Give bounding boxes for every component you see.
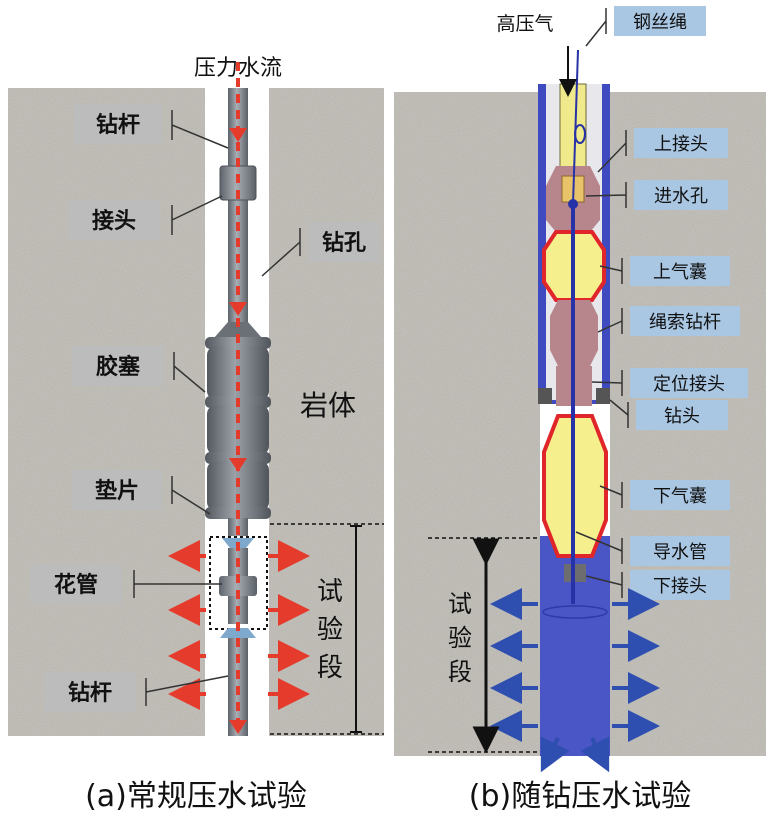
label-box xyxy=(636,400,728,430)
outflow-arrow xyxy=(540,736,570,773)
drill-bit-right xyxy=(596,388,610,404)
label-box xyxy=(630,536,730,566)
label-text: 上接头 xyxy=(654,134,708,155)
label-box xyxy=(630,306,740,336)
high-pressure-gas-label: 高压气 xyxy=(496,13,553,35)
label-inlet-hole: 进水孔 xyxy=(585,180,728,210)
test-section-label-b: 试验段 xyxy=(448,590,472,686)
label-upper-airbag: 上气囊 xyxy=(599,256,730,286)
taper-a xyxy=(214,322,262,338)
flow-arrowhead-2 xyxy=(229,302,247,316)
label-text: 进水孔 xyxy=(654,186,708,207)
label-drill-bit: 钻头 xyxy=(609,399,728,430)
flow-arrowhead-1 xyxy=(229,128,247,142)
leader-line xyxy=(261,228,301,277)
label-gasket: 垫片 xyxy=(72,470,211,515)
perforated-pipe-frame xyxy=(209,536,268,630)
label-text: 下接头 xyxy=(653,576,707,597)
label-perforated-pipe: 花管 xyxy=(30,564,222,604)
label-joint: 接头 xyxy=(68,195,223,240)
outflow-arrows-a xyxy=(168,540,310,710)
label-lower-airbag: 下气囊 xyxy=(599,480,730,510)
leader-line xyxy=(591,370,623,396)
test-section-label-a: 试验段 xyxy=(317,577,343,683)
label-positioning-joint: 定位接头 xyxy=(591,368,748,398)
panel-a: 压力水流 钻杆 接头 钻孔 胶塞 垫片 花管 xyxy=(8,56,384,814)
leader-line xyxy=(597,308,623,334)
steel-wire-label: 钢丝绳 xyxy=(633,12,687,33)
label-box xyxy=(630,368,748,398)
label-text: 胶塞 xyxy=(96,354,141,380)
pipe-joint xyxy=(219,576,257,596)
label-text: 上气囊 xyxy=(653,262,707,283)
leader-line xyxy=(171,110,229,149)
leader-line xyxy=(145,675,229,706)
label-box xyxy=(68,200,160,240)
label-box xyxy=(74,104,162,144)
leader-line xyxy=(609,399,629,428)
label-upper-joint: 上接头 xyxy=(597,128,728,173)
rock-label: 岩体 xyxy=(300,389,356,422)
steel-wire-line xyxy=(572,49,579,205)
label-text: 垫片 xyxy=(95,478,139,504)
leader-line xyxy=(575,531,623,564)
label-box xyxy=(72,470,162,510)
leader-line xyxy=(173,352,206,393)
label-text: 钻孔 xyxy=(322,230,366,256)
label-box xyxy=(308,222,380,262)
label-box xyxy=(634,128,728,158)
label-borehole: 钻孔 xyxy=(261,222,380,277)
inner-tube xyxy=(559,83,587,175)
outflow-arrow xyxy=(580,736,610,773)
label-wireline-rod: 绳索钻杆 xyxy=(597,306,740,336)
outflow-arrows-b xyxy=(490,588,660,773)
leader-line xyxy=(599,482,623,508)
label-text: 钻杆 xyxy=(68,680,112,706)
leader-line xyxy=(171,476,211,515)
label-water-pipe: 导水管 xyxy=(575,531,730,566)
label-text: 钻头 xyxy=(664,406,700,427)
label-text: 钻杆 xyxy=(96,112,140,138)
leader-line xyxy=(585,182,627,208)
leader-line xyxy=(171,195,223,235)
label-text: 绳索钻杆 xyxy=(649,312,721,333)
label-text: 导水管 xyxy=(653,542,707,563)
label-box xyxy=(630,256,730,286)
panel-b: 高压气 钢丝绳 上接头 进水孔 上气囊 绳索钻杆 定位接头 xyxy=(394,6,766,814)
drill-bit-left xyxy=(538,388,552,404)
steel-wire-box xyxy=(614,6,706,36)
leader-line xyxy=(599,258,623,284)
leader-line xyxy=(133,570,222,598)
label-box xyxy=(44,672,136,712)
inlet-circle xyxy=(568,199,578,209)
outlet-ripple xyxy=(542,605,608,619)
label-packer: 胶塞 xyxy=(72,346,206,393)
label-drill-rod-top: 钻杆 xyxy=(74,104,229,149)
leader-line xyxy=(597,130,627,173)
leader-line xyxy=(585,8,607,47)
label-text: 下气囊 xyxy=(653,486,707,507)
label-text: 花管 xyxy=(54,572,98,598)
label-box xyxy=(630,480,730,510)
pipe-cone-bottom xyxy=(220,628,256,638)
label-box xyxy=(634,180,728,210)
flow-arrowhead-3 xyxy=(229,458,247,472)
leader-line xyxy=(585,572,623,598)
caption-b: (b)随钻压水试验 xyxy=(469,779,691,814)
wire-loop xyxy=(574,124,586,144)
label-drill-rod-bottom: 钻杆 xyxy=(44,672,229,712)
caption-a: (a)常规压水试验 xyxy=(85,779,307,814)
label-text: 定位接头 xyxy=(653,374,725,395)
label-text: 接头 xyxy=(92,209,136,234)
flow-arrowhead-4 xyxy=(229,720,247,734)
label-box xyxy=(30,564,122,604)
flow-label: 压力水流 xyxy=(194,56,282,81)
rock-body-a xyxy=(8,88,384,736)
label-box xyxy=(72,346,164,386)
